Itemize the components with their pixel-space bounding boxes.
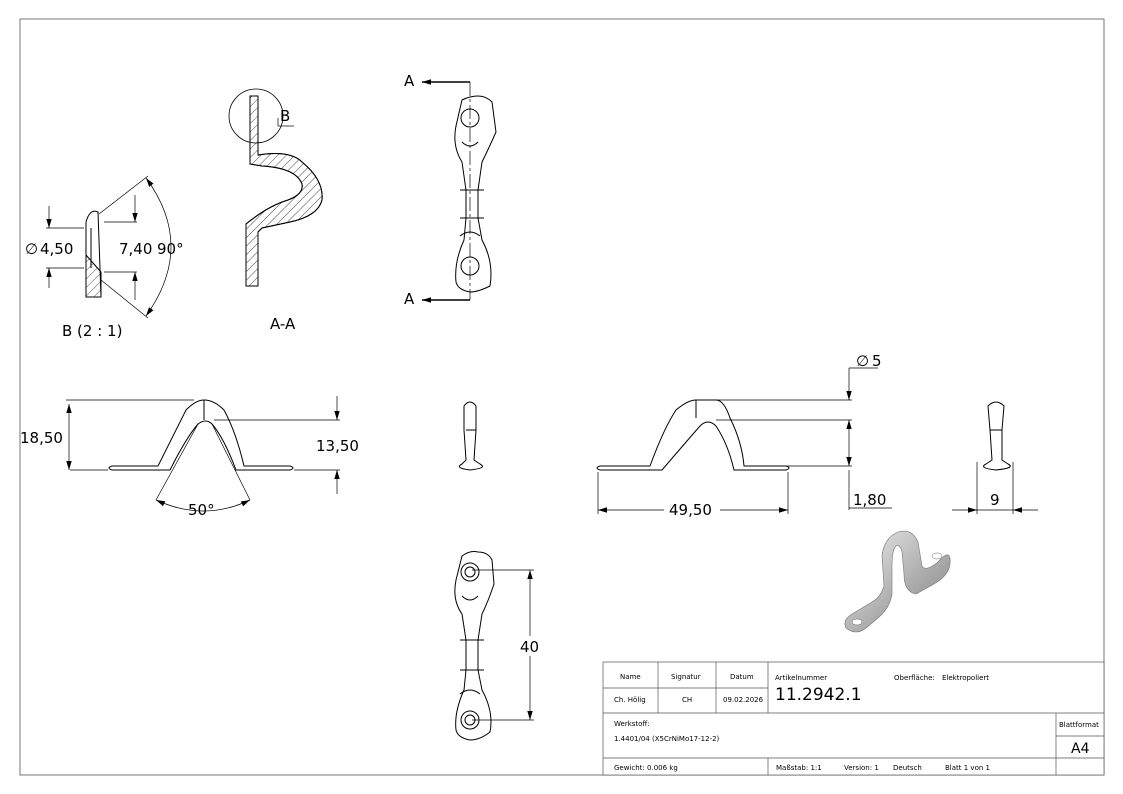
right-length-label-bg bbox=[664, 500, 720, 520]
detail-length-label: 7,40 bbox=[119, 240, 152, 258]
right-length-label: 49,50 bbox=[669, 501, 712, 519]
tb-header-format: Blattformat bbox=[1059, 721, 1099, 729]
front-view bbox=[66, 396, 340, 512]
tb-footer-version: Version: 1 bbox=[844, 764, 879, 772]
tb-article-number: 11.2942.1 bbox=[775, 685, 862, 705]
tb-value-surface: Elektropoliert bbox=[942, 674, 989, 682]
side-view-right bbox=[952, 401, 1038, 514]
tb-value-format: A4 bbox=[1071, 741, 1090, 757]
bottom-length-label-bg bbox=[516, 636, 544, 656]
side-width-label: 9 bbox=[990, 491, 1000, 509]
drawing-frame bbox=[19, 18, 1105, 776]
tb-value-signature: CH bbox=[682, 696, 692, 704]
tb-value-name: Ch. Hölig bbox=[614, 696, 646, 704]
front-angle-label: 50° bbox=[188, 501, 215, 519]
tb-header-date: Datum bbox=[730, 673, 754, 681]
front-height-inner-label: 13,50 bbox=[316, 437, 359, 455]
front-height-total-label: 18,50 bbox=[20, 429, 63, 447]
section-marker-bottom: A bbox=[404, 290, 415, 308]
tb-footer-weight: Gewicht: 0.006 kg bbox=[614, 764, 678, 772]
detail-diameter-label: 4,50 bbox=[40, 240, 73, 258]
tb-header-signature: Signatur bbox=[671, 673, 701, 681]
right-view bbox=[596, 367, 892, 514]
bottom-length-label: 40 bbox=[520, 638, 539, 656]
title-block bbox=[602, 661, 1105, 776]
right-diameter-label: 5 bbox=[872, 352, 882, 370]
tb-header-surface: Oberfläche: bbox=[894, 674, 935, 682]
detail-angle-label: 90° bbox=[157, 240, 184, 258]
detail-view-b bbox=[46, 175, 172, 319]
tb-header-name: Name bbox=[620, 673, 641, 681]
tb-value-material: 1.4401/04 (X5CrNiMo17-12-2) bbox=[614, 735, 720, 743]
tb-header-material: Werkstoff: bbox=[614, 720, 650, 728]
tb-header-article: Artikelnummer bbox=[775, 674, 827, 682]
tb-footer-scale: Maßstab: 1:1 bbox=[776, 764, 822, 772]
section-view-title: A-A bbox=[270, 315, 296, 333]
section-view-a-a bbox=[228, 88, 323, 287]
section-marker-top: A bbox=[404, 72, 415, 90]
vertical-view-upper bbox=[422, 79, 497, 303]
tb-value-date: 09.02.2026 bbox=[723, 696, 764, 704]
tb-footer-language: Deutsch bbox=[893, 764, 922, 772]
detail-marker-b: B bbox=[280, 107, 290, 125]
detail-diameter-symbol: ∅ bbox=[25, 240, 38, 258]
isometric-render bbox=[844, 530, 951, 633]
tb-footer-sheet: Blatt 1 von 1 bbox=[945, 764, 990, 772]
side-view-center bbox=[458, 401, 483, 471]
right-diameter-symbol: ∅ bbox=[856, 352, 869, 370]
detail-view-title: B (2 : 1) bbox=[62, 322, 122, 340]
right-thickness-label: 1,80 bbox=[853, 491, 886, 509]
